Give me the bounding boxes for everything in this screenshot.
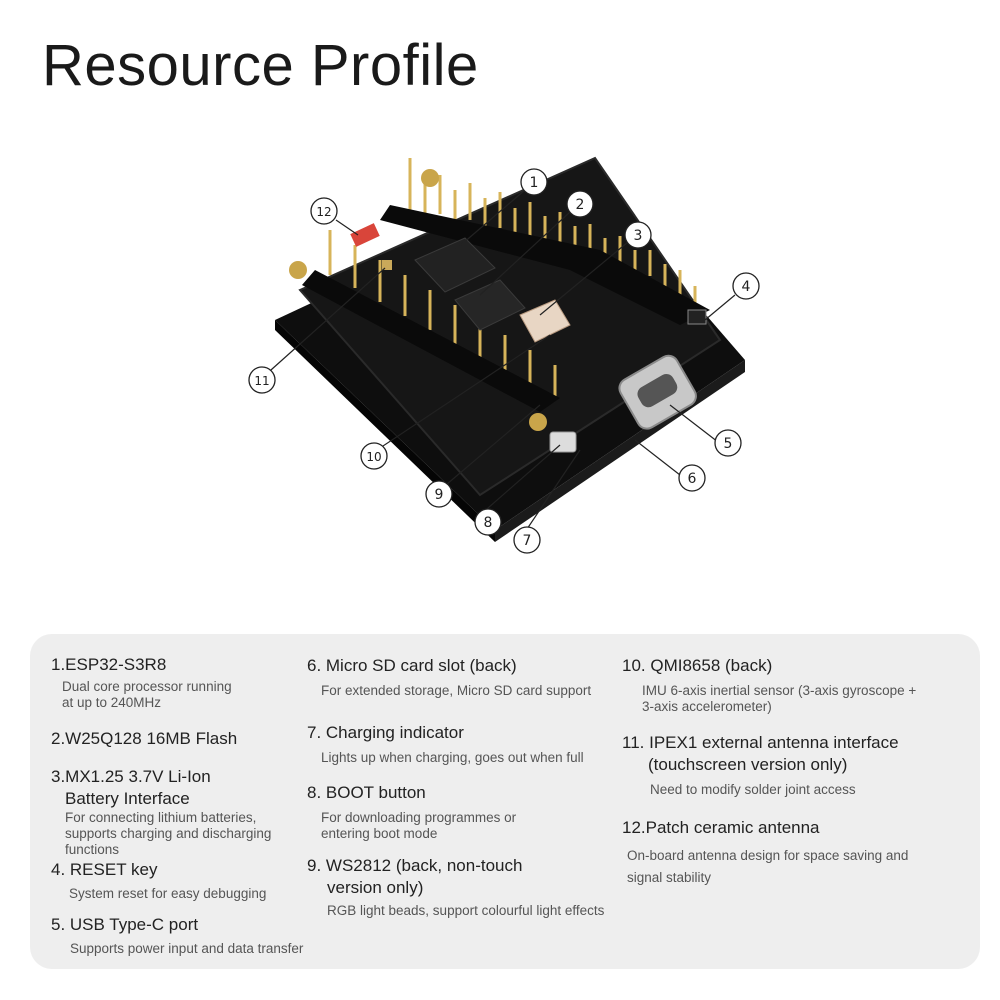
spec-item-8: 8. BOOT button For downloading programme… bbox=[307, 783, 517, 841]
battery-connector bbox=[519, 299, 571, 343]
callout-4: 4 bbox=[742, 279, 751, 295]
spec-item-7: 7. Charging indicator Lights up when cha… bbox=[307, 723, 584, 765]
spec-item-9: 9. WS2812 (back, non-touch version only)… bbox=[307, 856, 605, 918]
spec-item-2: 2.W25Q128 16MB Flash bbox=[51, 729, 238, 748]
callout-10: 10 bbox=[366, 450, 381, 464]
spec-item-4: 4. RESET key System reset for easy debug… bbox=[51, 860, 267, 901]
ipex-connector bbox=[382, 260, 392, 270]
spec-item-6: 6. Micro SD card slot (back) For extende… bbox=[307, 656, 592, 698]
callout-11: 11 bbox=[254, 374, 269, 388]
boot-button bbox=[549, 431, 577, 453]
board-illustration: 1 2 3 4 5 6 7 8 9 10 11 12 bbox=[248, 156, 760, 554]
flash-chip bbox=[454, 279, 526, 331]
spec-item-10: 10. QMI8658 (back) IMU 6-axis inertial s… bbox=[622, 656, 917, 714]
callout-3: 3 bbox=[634, 228, 643, 244]
spec-item-5: 5. USB Type-C port Supports power input … bbox=[51, 915, 304, 956]
reset-key bbox=[687, 309, 707, 325]
callout-2: 2 bbox=[576, 197, 585, 213]
page-title: Resource Profile bbox=[42, 33, 479, 98]
spec-panel: 1.ESP32-S3R8 Dual core processor running… bbox=[30, 634, 980, 969]
callout-1: 1 bbox=[530, 175, 539, 191]
spec-item-12: 12.Patch ceramic antenna On-board antenn… bbox=[622, 818, 909, 885]
callout-8: 8 bbox=[484, 515, 493, 531]
callout-9: 9 bbox=[435, 487, 444, 503]
esp32-chip bbox=[414, 237, 496, 293]
spec-item-1: 1.ESP32-S3R8 Dual core processor running… bbox=[51, 655, 232, 710]
spec-item-11: 11. IPEX1 external antenna interface (to… bbox=[622, 733, 899, 797]
callout-7: 7 bbox=[523, 533, 532, 549]
callout-12: 12 bbox=[316, 205, 331, 219]
spec-item-3: 3.MX1.25 3.7V Li-Ion Battery Interface F… bbox=[51, 767, 272, 857]
callout-5: 5 bbox=[724, 436, 733, 452]
callout-6: 6 bbox=[688, 471, 697, 487]
pcb bbox=[298, 156, 722, 497]
ceramic-antenna bbox=[350, 223, 380, 247]
